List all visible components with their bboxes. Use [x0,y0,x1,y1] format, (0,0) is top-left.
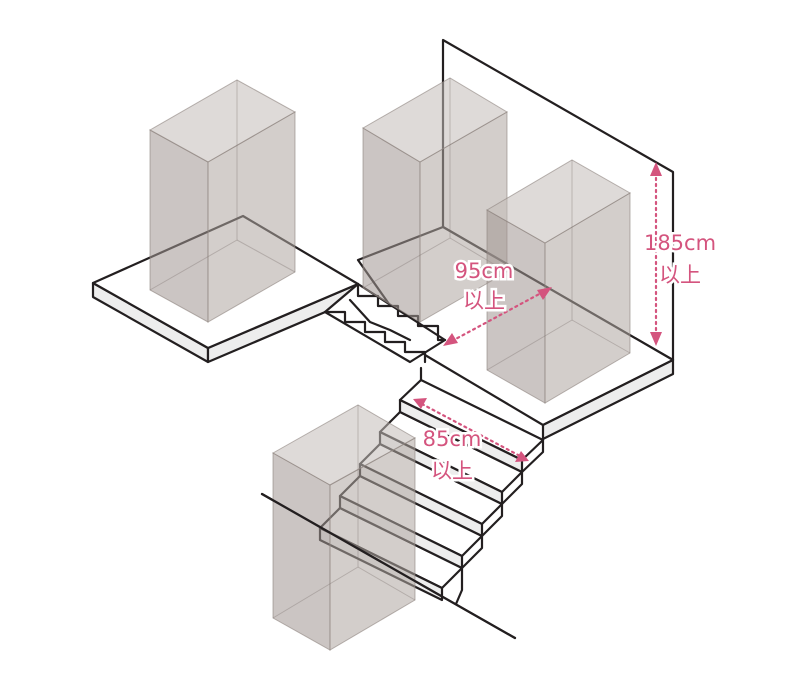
landing-depth-suffix: 以上 [463,289,505,313]
upper-stair-flight [323,282,447,364]
ceiling-height-value: 185cm [644,231,716,255]
clearance-box-upper-left [148,79,297,323]
clearance-box-right [486,159,631,404]
dimension-ceiling-height: 185cm 以上 [641,162,719,346]
landing-depth-value: 95cm [455,259,514,283]
stair-width-value: 85cm [423,427,482,451]
dimension-stair-width: 85cm 以上 [413,398,529,486]
dimension-landing-depth: 95cm 以上 [443,257,552,346]
stair-width-suffix: 以上 [431,459,473,483]
ceiling-height-suffix: 以上 [659,263,701,287]
clearance-box-lower [271,404,417,651]
clearance-box-upper-middle [362,77,508,323]
